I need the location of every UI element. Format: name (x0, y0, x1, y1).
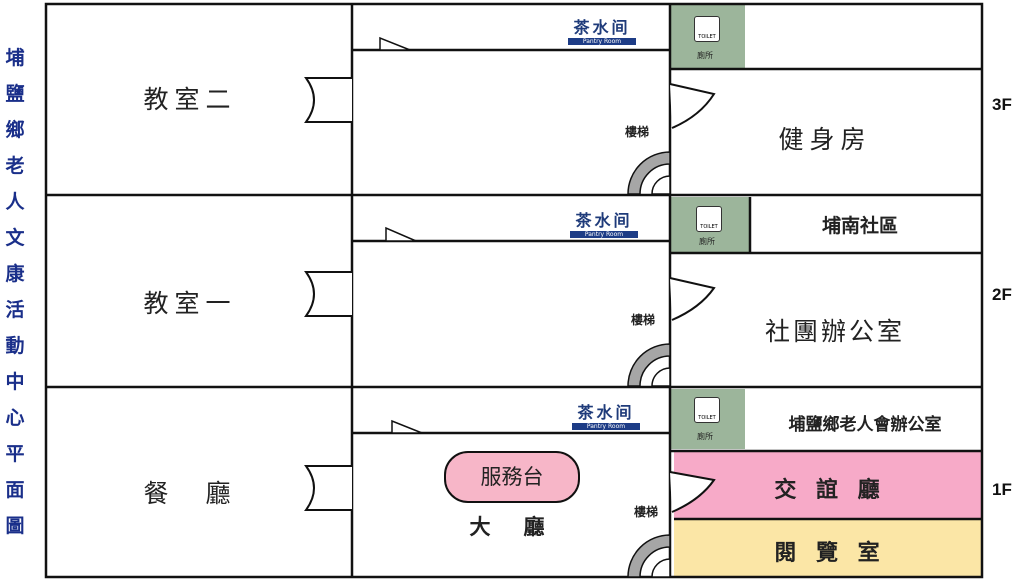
title-char: 康 (5, 263, 25, 285)
room-classroom-1: 教室一 (143, 289, 237, 318)
room-club-office: 社團辦公室 (764, 317, 905, 346)
title-char: 平 (5, 443, 25, 465)
room-dining-hall: 餐 廳 (143, 479, 237, 508)
title-char: 活 (5, 299, 25, 321)
pantry-label-en: Pantry Room (568, 38, 636, 45)
pantry-label: 茶水间 (573, 18, 631, 37)
stairs-label-1f: 樓梯 (634, 505, 659, 519)
social-hall-area (674, 451, 981, 519)
pantry-1f: 茶水间 Pantry Room (572, 399, 640, 430)
title-char: 動 (5, 335, 25, 357)
title-char: 文 (5, 227, 25, 249)
title-char: 埔 (5, 47, 25, 69)
toilet-icon: TOILET (696, 206, 722, 232)
toilet-label-1f: 廁所 (697, 432, 713, 441)
floor-label-1f: 1F (992, 480, 1012, 499)
room-senior-association-office: 埔鹽鄉老人會辦公室 (788, 415, 942, 435)
title-char: 人 (5, 191, 25, 213)
stairs-label-2f: 樓梯 (631, 313, 656, 327)
pantry-2f: 茶水间 Pantry Room (570, 207, 638, 238)
floor-label-3f: 3F (992, 95, 1012, 114)
toilet-icon: TOILET (694, 16, 720, 42)
pantry-label: 茶水间 (575, 211, 633, 230)
toilet-icon: TOILET (694, 397, 720, 423)
vertical-title: 埔 鹽 鄉 老 人 文 康 活 動 中 心 平 面 圖 (0, 40, 30, 544)
toilet-label-2f: 廁所 (699, 237, 715, 246)
title-char: 圖 (5, 515, 25, 537)
stairs-label-3f: 樓梯 (625, 125, 650, 139)
pantry-label-en: Pantry Room (572, 423, 640, 430)
room-reading-room: 閱 覽 室 (774, 541, 886, 566)
service-desk-label: 服務台 (480, 465, 544, 489)
title-char: 老 (5, 155, 25, 177)
title-char: 中 (5, 371, 25, 393)
title-char: 鄉 (5, 119, 25, 141)
service-desk: 服務台 (444, 451, 580, 503)
room-social-hall: 交 誼 廳 (774, 478, 886, 503)
title-char: 鹽 (5, 83, 25, 105)
toilet-label-3f: 廁所 (697, 51, 713, 60)
floor-label-2f: 2F (992, 285, 1012, 304)
room-punan-community: 埔南社區 (821, 215, 898, 237)
room-classroom-2: 教室二 (143, 85, 237, 114)
title-char: 面 (5, 479, 25, 501)
reading-room-area (674, 519, 981, 576)
room-gym: 健身房 (778, 125, 872, 154)
pantry-label-en: Pantry Room (570, 231, 638, 238)
pantry-label: 茶水间 (577, 403, 635, 422)
pantry-3f: 茶水间 Pantry Room (568, 14, 636, 45)
title-char: 心 (5, 407, 25, 429)
room-lobby: 大 廳 (469, 515, 551, 539)
